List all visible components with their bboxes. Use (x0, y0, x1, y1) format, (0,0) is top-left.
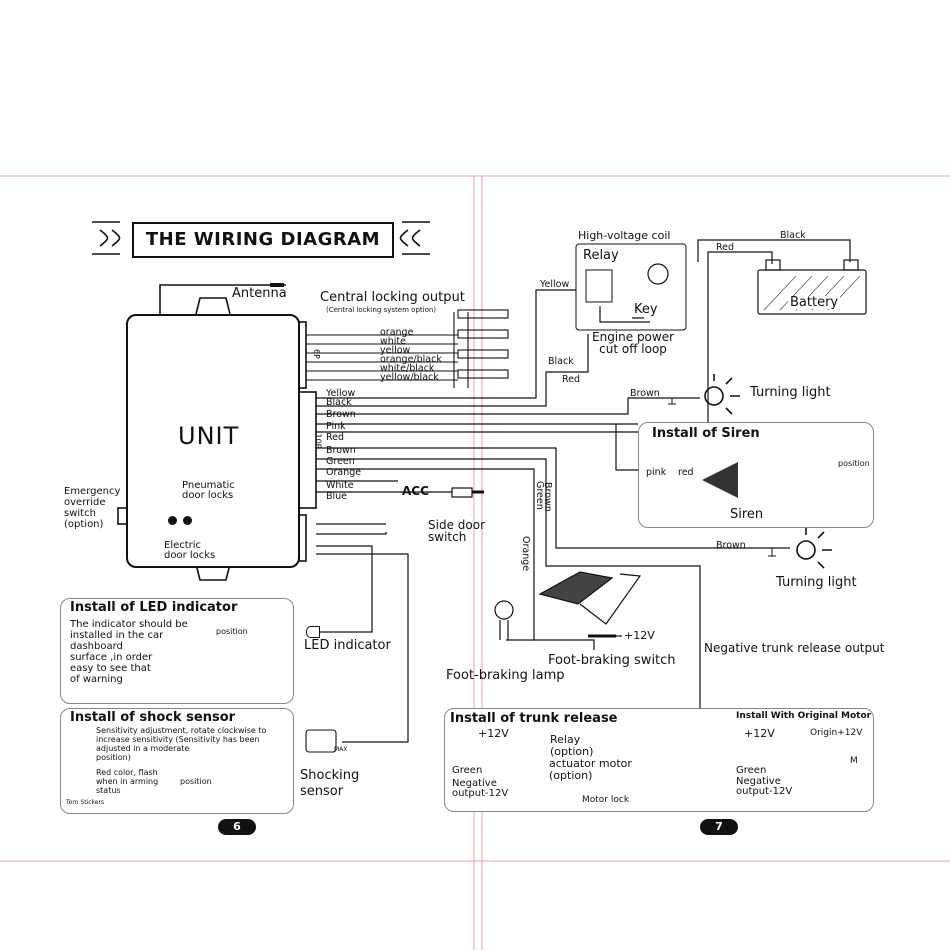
foot-brake-switch-label: Foot-braking switch (548, 653, 676, 668)
original-12v-label: +12V (744, 727, 775, 740)
relay-yellow-label: Yellow (540, 279, 570, 290)
trunk-relay-label: Relay (option) (550, 733, 594, 758)
led-panel-title: Install of LED indicator (70, 600, 238, 615)
shock-panel-torn: Torn Stickers (66, 799, 105, 806)
relay-black-label: Black (548, 356, 574, 367)
key-label: Key (634, 302, 658, 317)
shock-panel-max: MAX (334, 746, 348, 753)
turning-light-top-wire: Brown (630, 388, 660, 399)
siren-title: Install of Siren (652, 426, 760, 441)
diagram-title-frame: THE WIRING DIAGRAM (132, 222, 394, 258)
high-voltage-label: High-voltage coil (578, 229, 671, 242)
wire-label-5: Brown (326, 445, 356, 456)
shocking-sensor-label: Shocking sensor (300, 768, 360, 799)
central-locking-subtitle: (Central locking system option) (326, 306, 437, 314)
led-indicator-panel (60, 598, 294, 704)
trunk-panel-title: Install of trunk release (450, 711, 618, 726)
wire-label-6: Green (326, 456, 355, 467)
connector-10p-label: 10P (313, 433, 323, 449)
turning-light-top-label: Turning light (750, 385, 831, 400)
foot-brake-12v-label: +12V (624, 629, 655, 642)
original-negative-label: Negative output-12V (736, 776, 793, 797)
led-indicator-label: LED indicator (304, 638, 391, 653)
turning-light-bottom-label: Turning light (776, 575, 857, 590)
electric-label: Electric door locks (164, 540, 216, 561)
siren-panel (638, 422, 874, 528)
led-indicator-icon (306, 626, 320, 638)
trunk-actuator-label: actuator motor (option) (549, 757, 632, 782)
connector-6p-label: 6P (311, 349, 321, 359)
side-door-label: Side door switch (428, 518, 485, 544)
vertical-orange-label: Orange (520, 536, 531, 572)
wire-label-4: Red (326, 432, 345, 443)
electric-lock-dot-2 (183, 516, 192, 525)
page-number-left: 6 (218, 819, 256, 835)
wire-label-2: Brown (326, 409, 356, 420)
shock-panel-position: position (180, 777, 212, 786)
trunk-motor-lock-label: Motor lock (582, 795, 630, 805)
relay-label: Relay (583, 248, 619, 263)
cl-wire-5: yellow/black (380, 372, 439, 383)
alarm-unit (126, 314, 300, 568)
vertical-green-label: Green (534, 481, 545, 510)
siren-red-label: red (678, 467, 694, 478)
led-panel-text: The indicator should be installed in the… (70, 619, 188, 685)
siren-label: Siren (730, 507, 764, 522)
cl-wire-2: yellow (380, 345, 411, 356)
cl-wire-3: orange/black (380, 354, 442, 365)
siren-pink-label: pink (646, 467, 667, 478)
wire-label-3: Pink (326, 421, 346, 432)
wire-label-1: Black (326, 397, 352, 408)
original-origin-label: Origin+12V (810, 728, 863, 738)
foot-brake-lamp-label: Foot-braking lamp (446, 668, 565, 683)
shock-panel-flash: Red color, flash when in arming status (96, 768, 159, 795)
battery-black-label: Black (780, 230, 806, 241)
trunk-green-label: Green (452, 765, 483, 776)
pneumatic-label: Pneumatic door locks (182, 480, 235, 501)
battery-red-label: Red (716, 242, 735, 253)
wire-label-7: Orange (326, 467, 362, 478)
engine-cut-label: Engine power cut off loop (592, 330, 675, 356)
siren-position-label: position (838, 459, 870, 468)
relay-red-label: Red (562, 374, 581, 385)
turning-light-bottom-wire: Brown (716, 540, 746, 551)
trunk-release-panel (444, 708, 874, 812)
siren-horn-icon (702, 462, 738, 498)
electric-lock-dot-1 (168, 516, 177, 525)
led-panel-position: position (216, 627, 248, 636)
diagram-title: THE WIRING DIAGRAM (145, 229, 381, 250)
emergency-switch-label: Emergency override switch (option) (64, 486, 121, 530)
cl-wire-4: white/black (380, 363, 435, 374)
wire-label-0: Yellow (326, 388, 356, 399)
shock-panel-text: Sensitivity adjustment, rotate clockwise… (96, 726, 267, 762)
trunk-negative-label: Negative output-12V (452, 778, 509, 799)
negative-trunk-label: Negative trunk release output (704, 641, 885, 655)
wire-label-8: White (326, 480, 354, 491)
original-motor-m: M (850, 756, 858, 766)
shock-panel-title: Install of shock sensor (70, 710, 236, 725)
central-locking-title: Central locking output (320, 290, 465, 305)
acc-label: ACC (402, 484, 429, 498)
battery-label: Battery (788, 295, 841, 310)
page-number-right: 7 (700, 819, 738, 835)
cl-wire-0: orange (380, 327, 414, 338)
wire-label-9: Blue (326, 491, 348, 502)
cl-wire-1: white (380, 336, 406, 347)
unit-label: UNIT (178, 422, 240, 450)
antenna-label: Antenna (232, 286, 287, 301)
original-motor-title: Install With Original Motor (736, 711, 872, 721)
original-green-label: Green (736, 765, 767, 776)
shock-sensor-panel (60, 708, 294, 814)
trunk-12v-label: +12V (478, 727, 509, 740)
